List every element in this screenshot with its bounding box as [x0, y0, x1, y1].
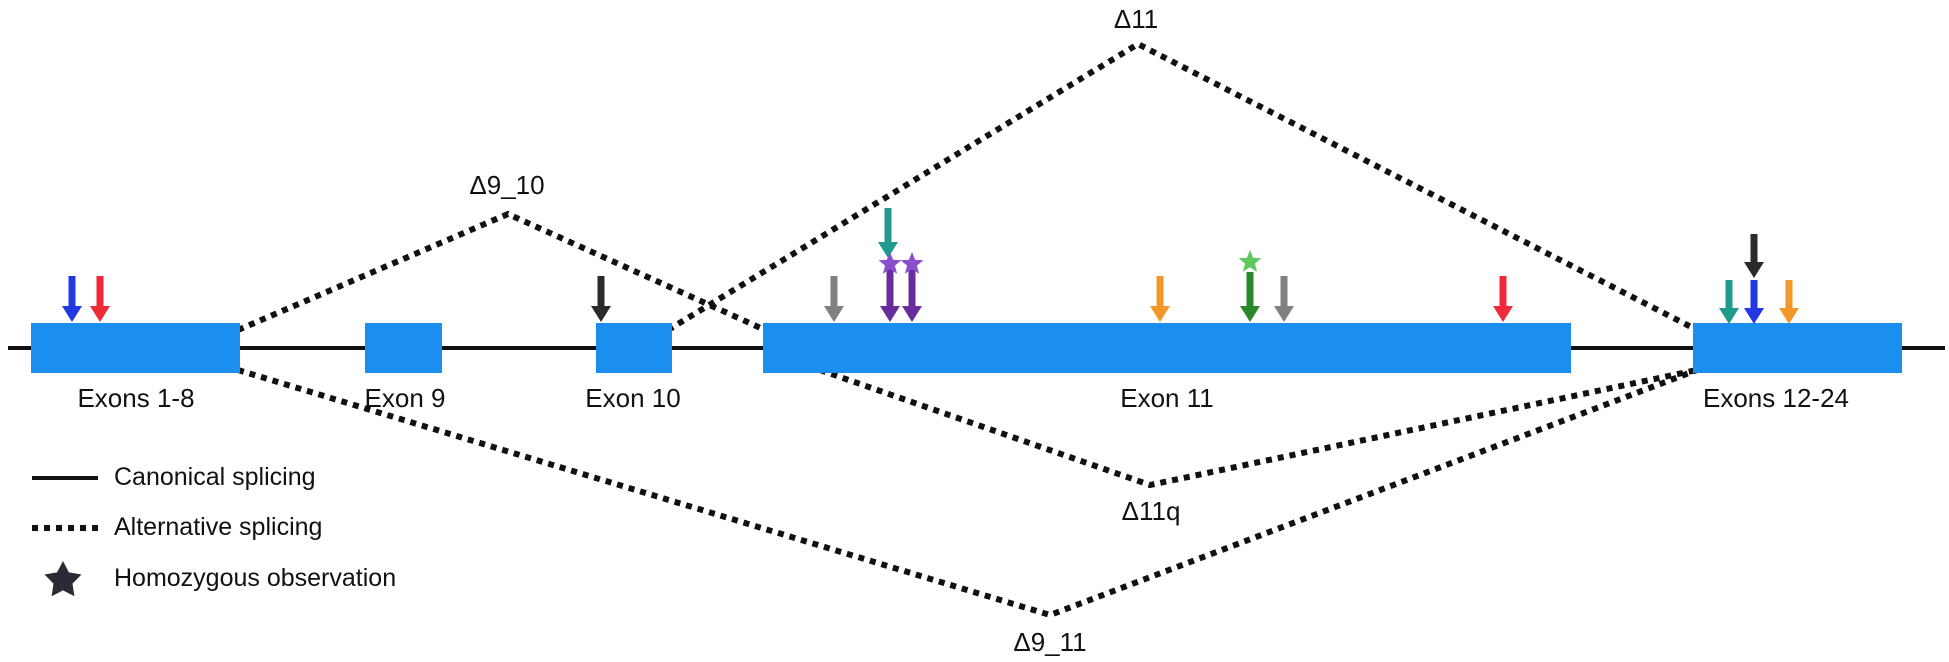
variant-arrow — [900, 252, 924, 322]
splice-label-d9_10: Δ9_10 — [469, 170, 545, 200]
exon-box-12-24 — [1693, 323, 1902, 373]
homozygous-star-icon — [1238, 250, 1262, 272]
variant-arrows — [62, 208, 1799, 324]
exon-label-9: Exon 9 — [364, 383, 446, 413]
arrow-head — [1779, 308, 1799, 324]
arrow-head — [90, 306, 110, 322]
arrow-head — [1150, 306, 1170, 322]
arrow-shaft — [884, 208, 892, 243]
splice-label-d9_11: Δ9_11 — [1013, 627, 1087, 657]
arrow-shaft — [830, 276, 838, 307]
arrow-head — [591, 306, 611, 322]
legend-label-alternative: Alternative splicing — [114, 513, 323, 541]
exon-label-1-8: Exons 1-8 — [77, 383, 195, 413]
exon-label-11: Exon 11 — [1120, 383, 1214, 413]
splice-path-d11 — [666, 40, 1699, 333]
variant-arrow — [1719, 280, 1739, 324]
arrow-head — [1744, 262, 1764, 278]
arrow-shaft — [1725, 280, 1733, 309]
variant-arrow — [62, 276, 82, 322]
arrow-head — [62, 306, 82, 322]
variant-arrow — [878, 252, 902, 322]
homozygous-star-icon — [900, 252, 924, 274]
exon-box-1-8 — [31, 323, 240, 373]
arrow-shaft — [1246, 272, 1254, 307]
arrow-shaft — [1156, 276, 1164, 307]
arrow-shaft — [886, 262, 894, 307]
variant-arrow — [1779, 280, 1799, 324]
alternative-splicing-paths — [236, 40, 1699, 619]
exon-boxes — [31, 323, 1902, 373]
variant-arrow — [90, 276, 110, 322]
splice-path-d9_11 — [237, 367, 1699, 619]
arrow-head — [878, 242, 898, 258]
arrow-shaft — [1280, 276, 1288, 307]
variant-arrow — [1744, 280, 1764, 324]
variant-arrow — [824, 276, 844, 322]
legend-graphics — [32, 476, 98, 597]
arrow-head — [1493, 306, 1513, 322]
variant-arrow — [591, 276, 611, 322]
exon-label-12-24: Exons 12-24 — [1703, 383, 1849, 413]
exon-box-9 — [365, 323, 442, 373]
arrow-shaft — [1785, 280, 1793, 309]
arrow-shaft — [908, 262, 916, 307]
homozygous-star-icon — [878, 252, 902, 274]
arrow-head — [1240, 306, 1260, 322]
exon-box-10 — [596, 323, 672, 373]
splice-path-d9_10 — [236, 210, 767, 333]
variant-arrow — [1493, 276, 1513, 322]
arrow-head — [902, 306, 922, 322]
variant-arrow — [1274, 276, 1294, 322]
variant-arrow — [1744, 234, 1764, 278]
legend-label-homozygous: Homozygous observation — [114, 564, 397, 592]
arrow-shaft — [96, 276, 104, 307]
arrow-shaft — [1750, 234, 1758, 263]
arrow-shaft — [1750, 280, 1758, 309]
arrow-head — [1274, 306, 1294, 322]
splice-path-d11q — [819, 367, 1698, 489]
arrow-head — [880, 306, 900, 322]
arrow-shaft — [1499, 276, 1507, 307]
variant-arrow — [1238, 250, 1262, 322]
exon-box-11 — [763, 323, 1571, 373]
exon-label-10: Exon 10 — [585, 383, 681, 413]
splice-label-d11q: Δ11q — [1121, 496, 1181, 526]
arrow-shaft — [68, 276, 76, 307]
arrow-head — [1719, 308, 1739, 324]
arrow-head — [824, 306, 844, 322]
variant-arrow — [878, 208, 898, 258]
arrow-head — [1744, 308, 1764, 324]
arrow-shaft — [597, 276, 605, 307]
legend-star-icon — [44, 561, 82, 597]
variant-arrow — [1150, 276, 1170, 322]
legend-label-canonical: Canonical splicing — [114, 463, 316, 491]
splice-label-d11: Δ11 — [1113, 4, 1159, 34]
